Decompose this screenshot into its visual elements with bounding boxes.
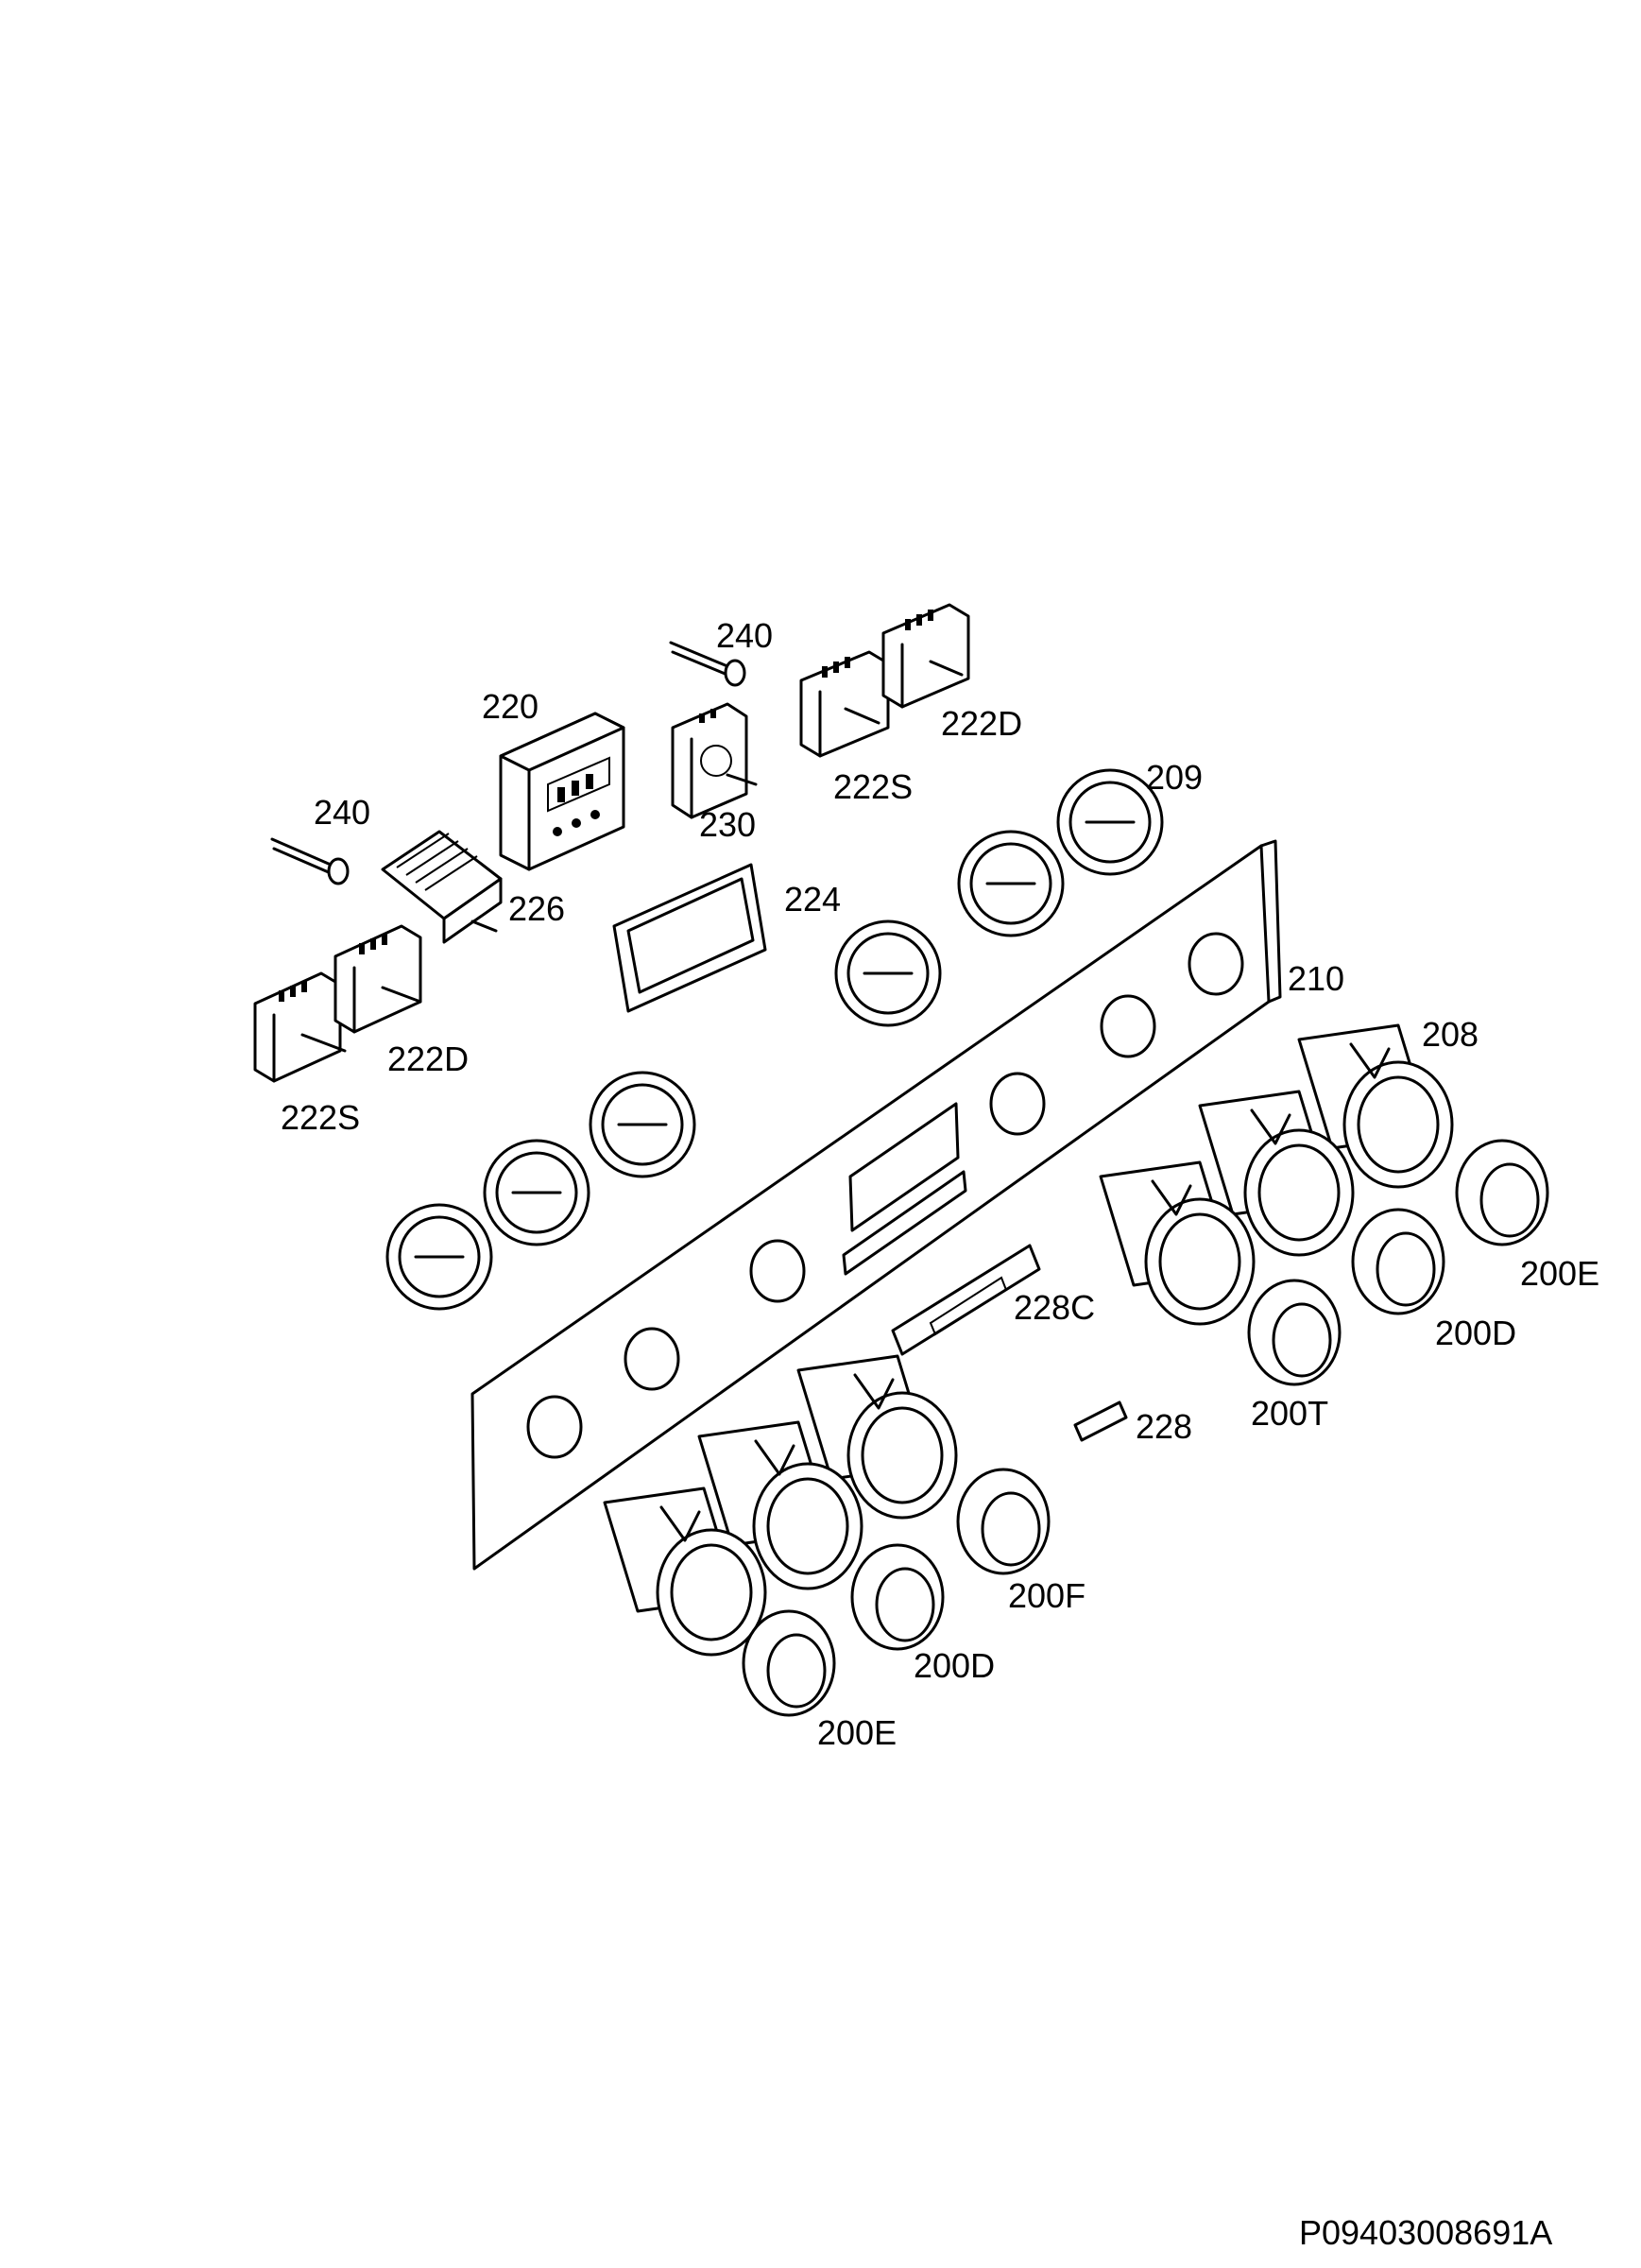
energy-regulator-222d-left	[333, 924, 422, 1034]
bezel-209-left-b	[483, 1139, 590, 1246]
drawing-code: P09403008691A	[1299, 2213, 1553, 2252]
bezels-209	[385, 768, 1164, 1311]
display-frame	[612, 863, 767, 1013]
bezel-209-top-b	[957, 830, 1065, 937]
bezel-209-top-a	[1056, 768, 1164, 876]
label-222s-left: 222S	[281, 1098, 361, 1137]
label-200f: 200F	[1008, 1576, 1086, 1615]
energy-regulator-222s-top	[799, 650, 890, 758]
pin-top	[669, 641, 746, 687]
label-240-left: 240	[314, 793, 371, 832]
pin-left	[270, 837, 350, 885]
energy-regulator-222s-left	[253, 971, 347, 1083]
housing-right-a	[1297, 1023, 1454, 1189]
housing-bottom-a	[796, 1354, 958, 1520]
bezel-209-left-c	[385, 1203, 493, 1311]
label-222d-top: 222D	[941, 704, 1023, 743]
label-200e-bottom: 200E	[817, 1713, 897, 1752]
knob-200e-right	[1455, 1139, 1549, 1246]
knob-200t	[1247, 1279, 1342, 1386]
knob-housings-208	[603, 1023, 1454, 1657]
label-200t: 200T	[1251, 1394, 1329, 1433]
selector-switch	[381, 830, 503, 944]
label-222d-left: 222D	[387, 1040, 470, 1078]
label-200d-right: 200D	[1435, 1314, 1517, 1352]
control-panel	[470, 839, 1282, 1571]
knobs-200	[742, 1139, 1549, 1717]
clip-228	[1073, 1400, 1128, 1442]
knob-200d-right	[1351, 1208, 1445, 1315]
display-lens-228c	[891, 1244, 1041, 1356]
thermostat	[671, 702, 758, 819]
knob-200f	[956, 1468, 1051, 1575]
label-228c: 228C	[1014, 1288, 1096, 1327]
label-226: 226	[508, 889, 566, 928]
label-200e-right: 200E	[1520, 1254, 1600, 1293]
label-230: 230	[699, 805, 757, 844]
bezel-209-left-a	[589, 1071, 696, 1178]
bezel-209-top-c	[834, 919, 942, 1027]
energy-regulator-222d-top	[881, 603, 970, 709]
label-224: 224	[784, 880, 842, 919]
timer-display	[499, 712, 625, 871]
knob-200e-bottom	[742, 1609, 836, 1717]
housing-bottom-c	[603, 1486, 767, 1657]
housing-right-b	[1198, 1090, 1355, 1257]
label-200d-bottom: 200D	[914, 1646, 996, 1685]
label-210: 210	[1288, 959, 1345, 998]
label-209: 209	[1146, 758, 1204, 797]
label-228: 228	[1136, 1407, 1193, 1446]
housing-bottom-b	[697, 1420, 863, 1590]
label-208: 208	[1422, 1015, 1479, 1054]
label-240-top: 240	[716, 616, 774, 655]
housing-right-c	[1099, 1160, 1256, 1326]
label-222s-top: 222S	[833, 767, 914, 806]
knob-200d-bottom	[850, 1543, 945, 1651]
label-220: 220	[482, 687, 539, 726]
